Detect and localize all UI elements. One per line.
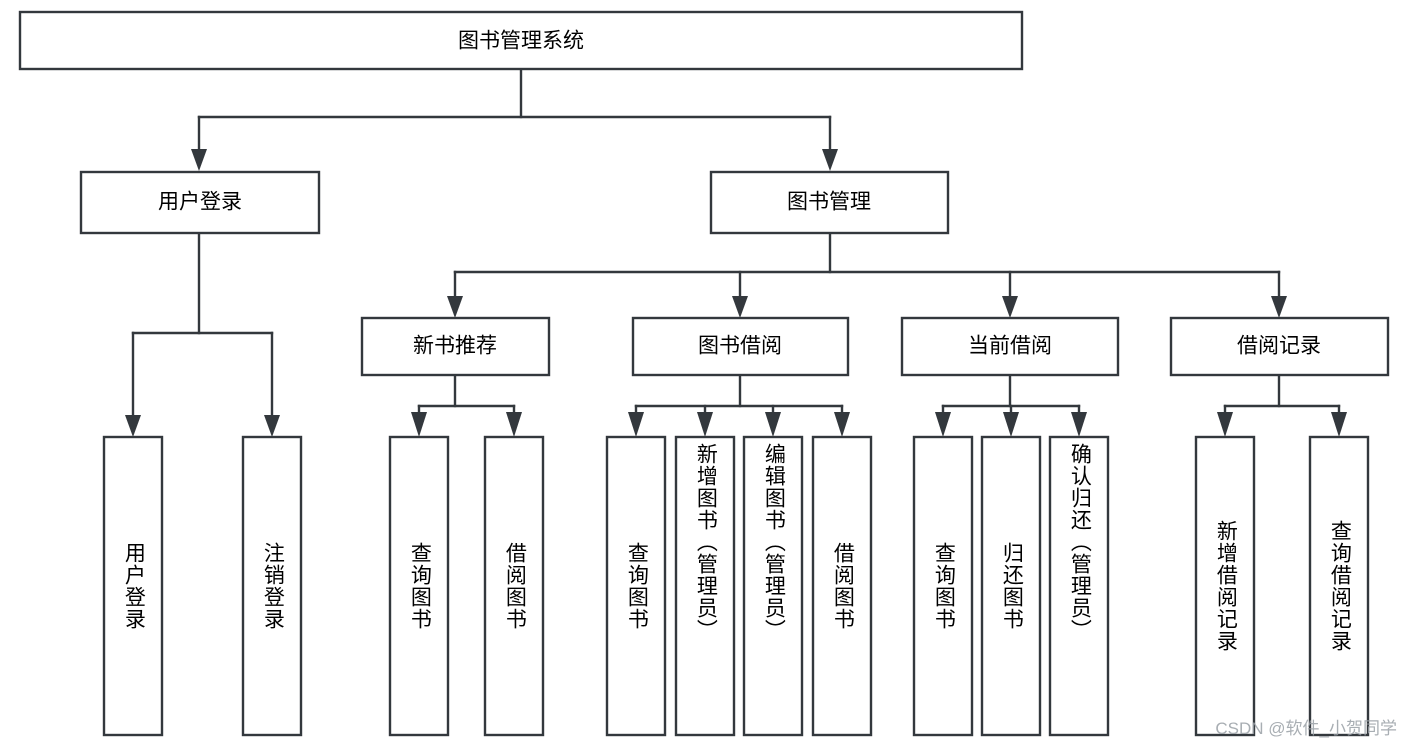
node-book-manage-label: 图书管理 [787,191,871,214]
node-leaf-bb-edit-book[interactable] [742,435,804,737]
node-leaf-cb-query-book[interactable] [912,435,974,737]
arrow-head-bb-borrow-book [834,412,850,437]
node-leaf-bb-borrow-book[interactable] [811,435,873,737]
node-user-login-label: 用户登录 [158,191,242,214]
arrow-head-bb-add-book [697,412,713,437]
node-leaf-nb-query-book[interactable] [388,435,450,737]
arrow-head-book-borrow [732,296,748,318]
node-leaf-nb-borrow-book[interactable] [483,435,545,737]
node-borrow-record[interactable] [1169,316,1390,377]
node-book-borrow-label: 图书借阅 [698,335,782,358]
arrow-head-current-borrow [1002,296,1018,318]
node-new-book[interactable] [360,316,551,377]
node-book-manage[interactable] [709,170,950,235]
node-leaf-bb-add-book[interactable] [674,435,736,737]
node-leaf-logout[interactable] [241,435,303,737]
arrow-head-cb-return-book [1003,412,1019,437]
node-current-borrow[interactable] [900,316,1120,377]
node-root-label: 图书管理系统 [458,30,584,53]
arrow-head-leaf-user-login [125,415,141,437]
arrow-head-br-query-record [1331,412,1347,437]
arrow-head-bb-query-book [628,412,644,437]
node-leaf-br-add-record[interactable] [1194,435,1256,737]
arrow-head-nb-query-book [411,412,427,437]
arrow-head-bb-edit-book [765,412,781,437]
arrow-head-nb-borrow-book [506,412,522,437]
node-leaf-br-query-record[interactable] [1308,435,1370,737]
node-leaf-bb-query-book[interactable] [605,435,667,737]
node-group: 图书管理系统 用户登录 图书管理 新书推荐 图书借阅 当前借阅 借阅记录 [18,10,1390,737]
node-current-borrow-label: 当前借阅 [968,335,1052,358]
connector-group [125,67,1347,437]
arrow-head-borrow-record [1271,296,1287,318]
arrow-head-new-book [447,296,463,318]
arrow-head-cb-confirm-return [1071,412,1087,437]
node-root[interactable] [18,10,1024,71]
node-leaf-cb-return-book[interactable] [980,435,1042,737]
arrow-head-cb-query-book [935,412,951,437]
arrow-head-user-login [191,149,207,171]
node-new-book-label: 新书推荐 [413,335,497,358]
node-leaf-user-login[interactable] [102,435,164,737]
node-book-borrow[interactable] [631,316,850,377]
node-leaf-cb-confirm-return[interactable] [1048,435,1110,737]
node-user-login[interactable] [79,170,321,235]
arrow-head-leaf-logout [264,415,280,437]
arrow-head-book-manage [822,149,838,171]
arrow-head-br-add-record [1217,412,1233,437]
node-borrow-record-label: 借阅记录 [1237,335,1321,358]
